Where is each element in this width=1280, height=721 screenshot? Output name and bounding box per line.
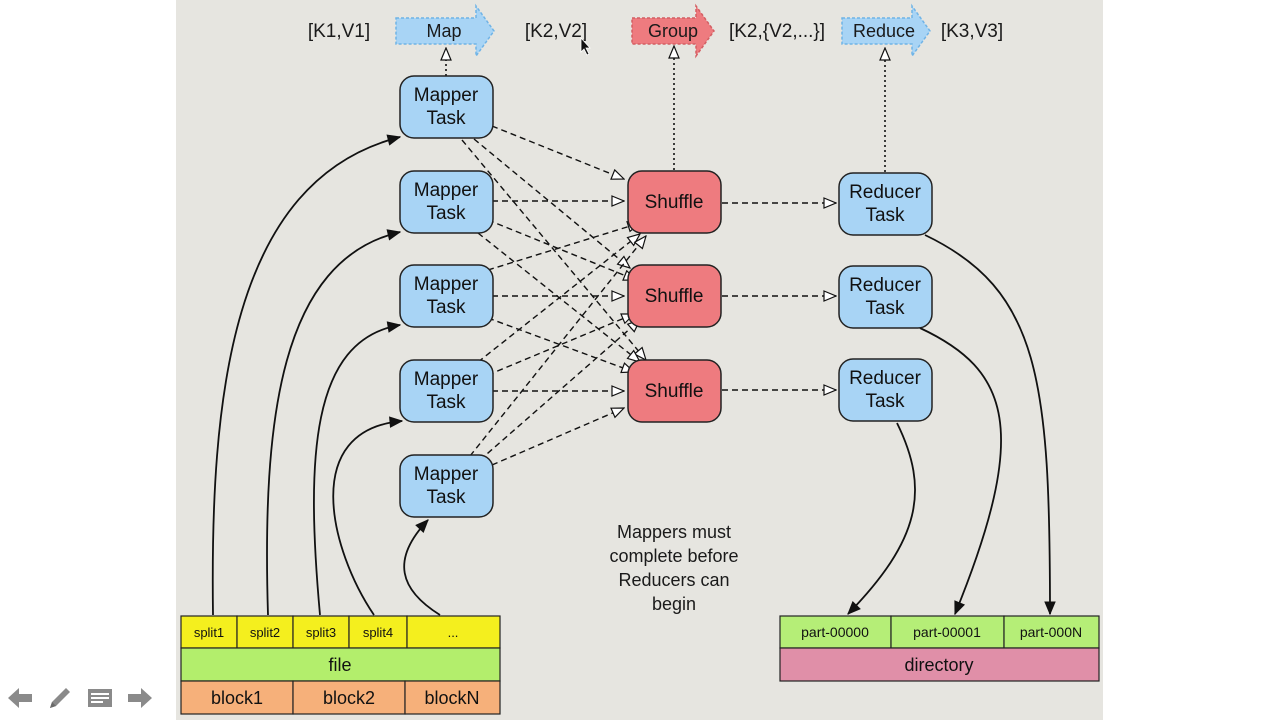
part-00000-label: part-00000: [801, 624, 869, 640]
shuffle-3-label: Shuffle: [645, 381, 704, 402]
shuffle-2: Shuffle: [627, 264, 722, 328]
shuffle-2-label: Shuffle: [645, 286, 704, 307]
block2-cell: [292, 680, 406, 715]
split-to-mapper-arrows: [211, 137, 441, 616]
part-000N-cell: [1003, 615, 1100, 649]
split-more-label: ...: [448, 625, 459, 640]
reducer-task-1: Reducer Task: [838, 172, 933, 236]
blockN-label: blockN: [424, 688, 479, 708]
split2-label: split2: [250, 625, 280, 640]
split3-label: split3: [306, 625, 336, 640]
mapper-task-4: Mapper Task: [399, 359, 494, 423]
blockN-cell: [404, 680, 501, 715]
mapper-task-1: Mapper Task: [399, 75, 494, 139]
mapper-task-5: Mapper Task: [399, 454, 494, 518]
note-line-3: Reducers can: [618, 570, 729, 590]
reducer-task-2-line1: Reducer: [849, 275, 921, 296]
directory-cell: [779, 647, 1100, 682]
mappers-note: Mappers must complete before Reducers ca…: [609, 522, 738, 614]
reducer-task-3-line2: Task: [865, 391, 905, 412]
reducer-task-3: Reducer Task: [838, 358, 933, 422]
mapper-task-3-line1: Mapper: [414, 274, 479, 295]
note-line-2: complete before: [609, 546, 738, 566]
part-00001-label: part-00001: [913, 624, 981, 640]
arrow-right-icon[interactable]: [122, 680, 158, 716]
note-line-4: begin: [652, 594, 696, 614]
mapper-task-3: Mapper Task: [399, 264, 494, 328]
split2-cell: [236, 615, 294, 649]
part-00000-cell: [779, 615, 892, 649]
mapper-task-4-line2: Task: [426, 392, 466, 413]
dotted-connectors: [446, 46, 885, 172]
directory-label: directory: [904, 655, 973, 675]
mouse-cursor: [580, 36, 591, 56]
shuffle-1: Shuffle: [627, 170, 722, 234]
shuffle-to-reducer-arrows: [722, 203, 836, 390]
note-line-1: Mappers must: [617, 522, 731, 542]
mapper-task-2-line2: Task: [426, 203, 466, 224]
reducer-task-2-line2: Task: [865, 298, 905, 319]
slideshow-nav: [0, 680, 176, 720]
arrow-left-icon[interactable]: [2, 680, 38, 716]
reducer-task-2: Reducer Task: [838, 265, 933, 329]
file-label: file: [328, 655, 351, 675]
map-arrow: Map: [395, 3, 495, 59]
split1-label: split1: [194, 625, 224, 640]
block1-label: block1: [211, 688, 263, 708]
file-cell: [180, 647, 501, 682]
mapper-task-3-line2: Task: [426, 297, 466, 318]
output-table: [779, 615, 1100, 682]
mapper-task-5-line2: Task: [426, 487, 466, 508]
reduce-arrow: Reduce: [841, 3, 931, 59]
split4-label: split4: [363, 625, 393, 640]
notes-icon[interactable]: [82, 680, 118, 716]
group-arrow: Group: [631, 3, 715, 59]
shuffle-1-label: Shuffle: [645, 192, 704, 213]
input-table: [180, 615, 501, 715]
reducer-to-part-arrows: [848, 234, 1050, 614]
mapper-task-2-line1: Mapper: [414, 180, 479, 201]
split-more-cell: [406, 615, 501, 649]
mapper-task-1-line1: Mapper: [414, 85, 479, 106]
mapper-task-2: Mapper Task: [399, 170, 494, 234]
block1-cell: [180, 680, 294, 715]
kv1-label: [K1,V1]: [308, 21, 370, 42]
map-arrow-label: Map: [426, 21, 461, 41]
mapper-task-1-line2: Task: [426, 108, 466, 129]
reducer-task-3-line1: Reducer: [849, 368, 921, 389]
mapper-task-5-line1: Mapper: [414, 464, 479, 485]
kv2-label: [K2,V2]: [525, 21, 587, 42]
kv-group-label: [K2,{V2,...}]: [729, 21, 825, 42]
mapper-task-4-line1: Mapper: [414, 369, 479, 390]
group-arrow-label: Group: [648, 21, 698, 41]
mapper-to-shuffle-arrows: [461, 125, 646, 466]
reduce-arrow-label: Reduce: [853, 21, 915, 41]
part-000N-label: part-000N: [1020, 624, 1082, 640]
shuffle-3: Shuffle: [627, 359, 722, 423]
kv3-label: [K3,V3]: [941, 21, 1003, 42]
reducer-task-1-line1: Reducer: [849, 182, 921, 203]
pen-icon[interactable]: [42, 680, 78, 716]
reducer-task-1-line2: Task: [865, 205, 905, 226]
block2-label: block2: [323, 688, 375, 708]
